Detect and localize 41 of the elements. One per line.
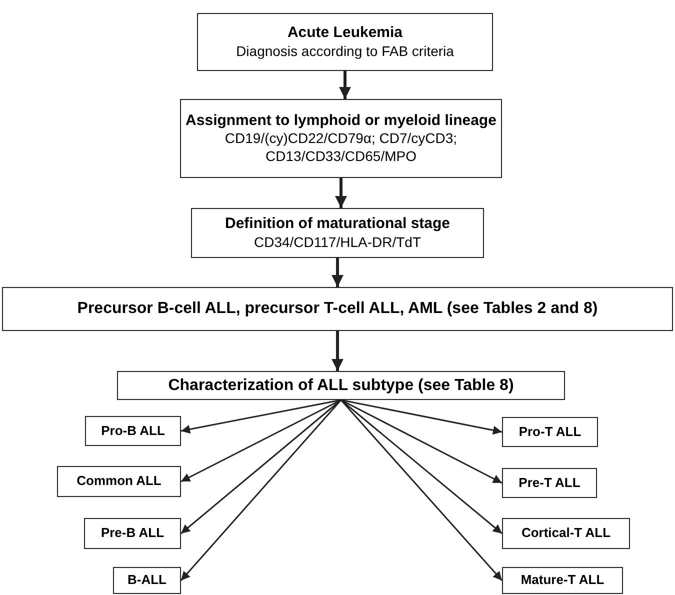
box-heading: Acute Leukemia: [287, 24, 403, 43]
box-heading: Definition of maturational stage: [224, 214, 450, 234]
process-box: [180, 99, 502, 178]
arrow: [340, 399, 502, 435]
arrow: [340, 400, 503, 581]
box-heading: Precursor B-cell ALL, precursor T-cell ALL, AML (see Tables 2 and 8): [77, 299, 598, 319]
process-box: [502, 417, 598, 447]
box-heading: B-ALL: [128, 572, 166, 589]
process-box: [502, 518, 630, 549]
arrow: [180, 399, 342, 482]
process-box: [57, 466, 181, 497]
box-heading: Pre-B ALL: [100, 525, 164, 542]
arrow: [335, 178, 347, 208]
box-heading: Common ALL: [76, 473, 162, 490]
arrow: [180, 399, 342, 534]
box-heading: Mature-T ALL: [520, 572, 604, 589]
process-box: [2, 287, 673, 331]
box-heading: Pro-T ALL: [518, 424, 582, 440]
box-text: CD34/CD117/HLA-DR/TdT: [254, 234, 421, 252]
process-box: [191, 208, 484, 258]
process-box: [84, 518, 181, 549]
arrow: [340, 399, 502, 534]
box-heading: Pre-T ALL: [518, 474, 580, 492]
process-box: [117, 371, 565, 400]
arrow: [339, 71, 351, 99]
box-text: Diagnosis according to FAB criteria: [236, 42, 454, 60]
process-box: [502, 567, 623, 594]
process-box: [197, 13, 493, 71]
box-heading: Characterization of ALL subtype (see Table 8): [168, 376, 514, 396]
arrow: [180, 399, 342, 434]
arrow: [340, 399, 502, 484]
arrow: [332, 258, 344, 287]
box-heading: Pro-B ALL: [101, 422, 165, 440]
process-box: [113, 567, 181, 594]
process-box: [85, 416, 181, 446]
arrow: [332, 331, 344, 371]
box-heading: Cortical-T ALL: [521, 525, 611, 542]
process-box: [502, 468, 597, 498]
box-text: CD19/(cy)CD22/CD79α; CD7/cyCD3; CD13/CD33/CD65/MPO: [224, 130, 458, 166]
arrow: [180, 400, 342, 581]
box-heading: Assignment to lymphoid or myeloid lineage: [186, 112, 496, 130]
